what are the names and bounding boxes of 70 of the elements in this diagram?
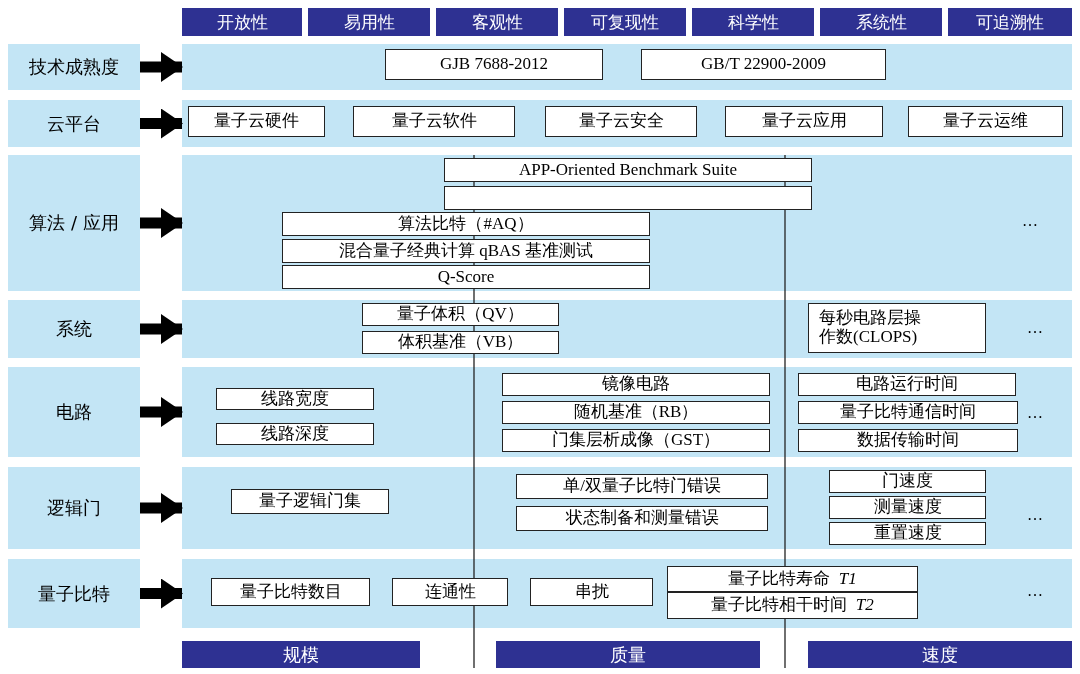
metric-box: 状态制备和测量错误 — [516, 506, 768, 531]
ellipsis-text: … — [1027, 404, 1043, 422]
header-bar: 可追溯性 — [948, 8, 1072, 36]
metric-box: 电路运行时间 — [798, 373, 1016, 396]
metric-box: 单/双量子比特门错误 — [516, 474, 768, 499]
metric-box: 量子云应用 — [725, 106, 883, 137]
header-bar: 易用性 — [308, 8, 430, 36]
ellipsis-text: … — [1022, 212, 1038, 230]
header-bar: 科学性 — [692, 8, 814, 36]
metric-box: 门集层析成像（GST） — [502, 429, 770, 452]
row-label-box: 技术成熟度 — [8, 44, 140, 90]
row-band — [182, 559, 1072, 628]
metric-box: 镜像电路 — [502, 373, 770, 396]
metric-box: 门速度 — [829, 470, 986, 493]
header-bar: 可复现性 — [564, 8, 686, 36]
empty-metric-box — [444, 186, 812, 210]
category-bar: 规模 — [182, 641, 420, 668]
row-label-box: 逻辑门 — [8, 467, 140, 549]
metric-box: 量子逻辑门集 — [231, 489, 389, 514]
metric-box: 量子云运维 — [908, 106, 1063, 137]
metric-box: 重置速度 — [829, 522, 986, 545]
metric-box: 量子云硬件 — [188, 106, 325, 137]
row-label-box: 电路 — [8, 367, 140, 457]
metric-box: 算法比特（#AQ） — [282, 212, 650, 236]
category-bar: 质量 — [496, 641, 760, 668]
row-band — [182, 367, 1072, 457]
metric-box: 串扰 — [530, 578, 653, 606]
ellipsis-text: … — [1027, 582, 1043, 600]
metric-box: 连通性 — [392, 578, 508, 606]
block-arrow — [140, 208, 183, 238]
metric-box: 数据传输时间 — [798, 429, 1018, 452]
category-bar: 速度 — [808, 641, 1072, 668]
metric-box: 体积基准（VB） — [362, 331, 559, 354]
metric-box: 量子比特数目 — [211, 578, 370, 606]
metric-box: 量子云软件 — [353, 106, 515, 137]
header-bar: 系统性 — [820, 8, 942, 36]
row-band — [182, 44, 1072, 90]
metric-box: GJB 7688-2012 — [385, 49, 603, 80]
row-label-box: 系统 — [8, 300, 140, 358]
metric-box: 随机基准（RB） — [502, 401, 770, 424]
row-band — [182, 155, 1072, 291]
metric-box: 线路宽度 — [216, 388, 374, 410]
row-band — [182, 300, 1072, 358]
block-arrow — [140, 578, 183, 609]
header-bar: 客观性 — [436, 8, 558, 36]
metric-box: Q-Score — [282, 265, 650, 289]
metric-box: 量子比特相干时间 T2 — [667, 592, 918, 619]
metric-box: 量子云安全 — [545, 106, 697, 137]
row-label-box: 量子比特 — [8, 559, 140, 628]
block-arrow — [140, 493, 183, 523]
block-arrow — [140, 314, 183, 344]
row-label-box: 云平台 — [8, 100, 140, 147]
ellipsis-text: … — [1027, 319, 1043, 337]
metric-box: 量子体积（QV） — [362, 303, 559, 326]
block-arrow — [140, 397, 183, 427]
metric-box: 混合量子经典计算 qBAS 基准测试 — [282, 239, 650, 263]
row-band — [182, 467, 1072, 549]
metric-box: 量子比特通信时间 — [798, 401, 1018, 424]
block-arrow — [140, 108, 183, 139]
metric-box: 每秒电路层操作数(CLOPS) — [808, 303, 986, 353]
ellipsis-text: … — [1027, 506, 1043, 524]
header-bar: 开放性 — [182, 8, 302, 36]
metric-box: APP-Oriented Benchmark Suite — [444, 158, 812, 182]
metric-box: GB/T 22900-2009 — [641, 49, 886, 80]
metric-box: 测量速度 — [829, 496, 986, 519]
block-arrow — [140, 52, 183, 82]
row-label-box: 算法 / 应用 — [8, 155, 140, 291]
metric-box: 量子比特寿命 T1 — [667, 566, 918, 592]
row-band — [182, 100, 1072, 147]
metric-box: 线路深度 — [216, 423, 374, 445]
